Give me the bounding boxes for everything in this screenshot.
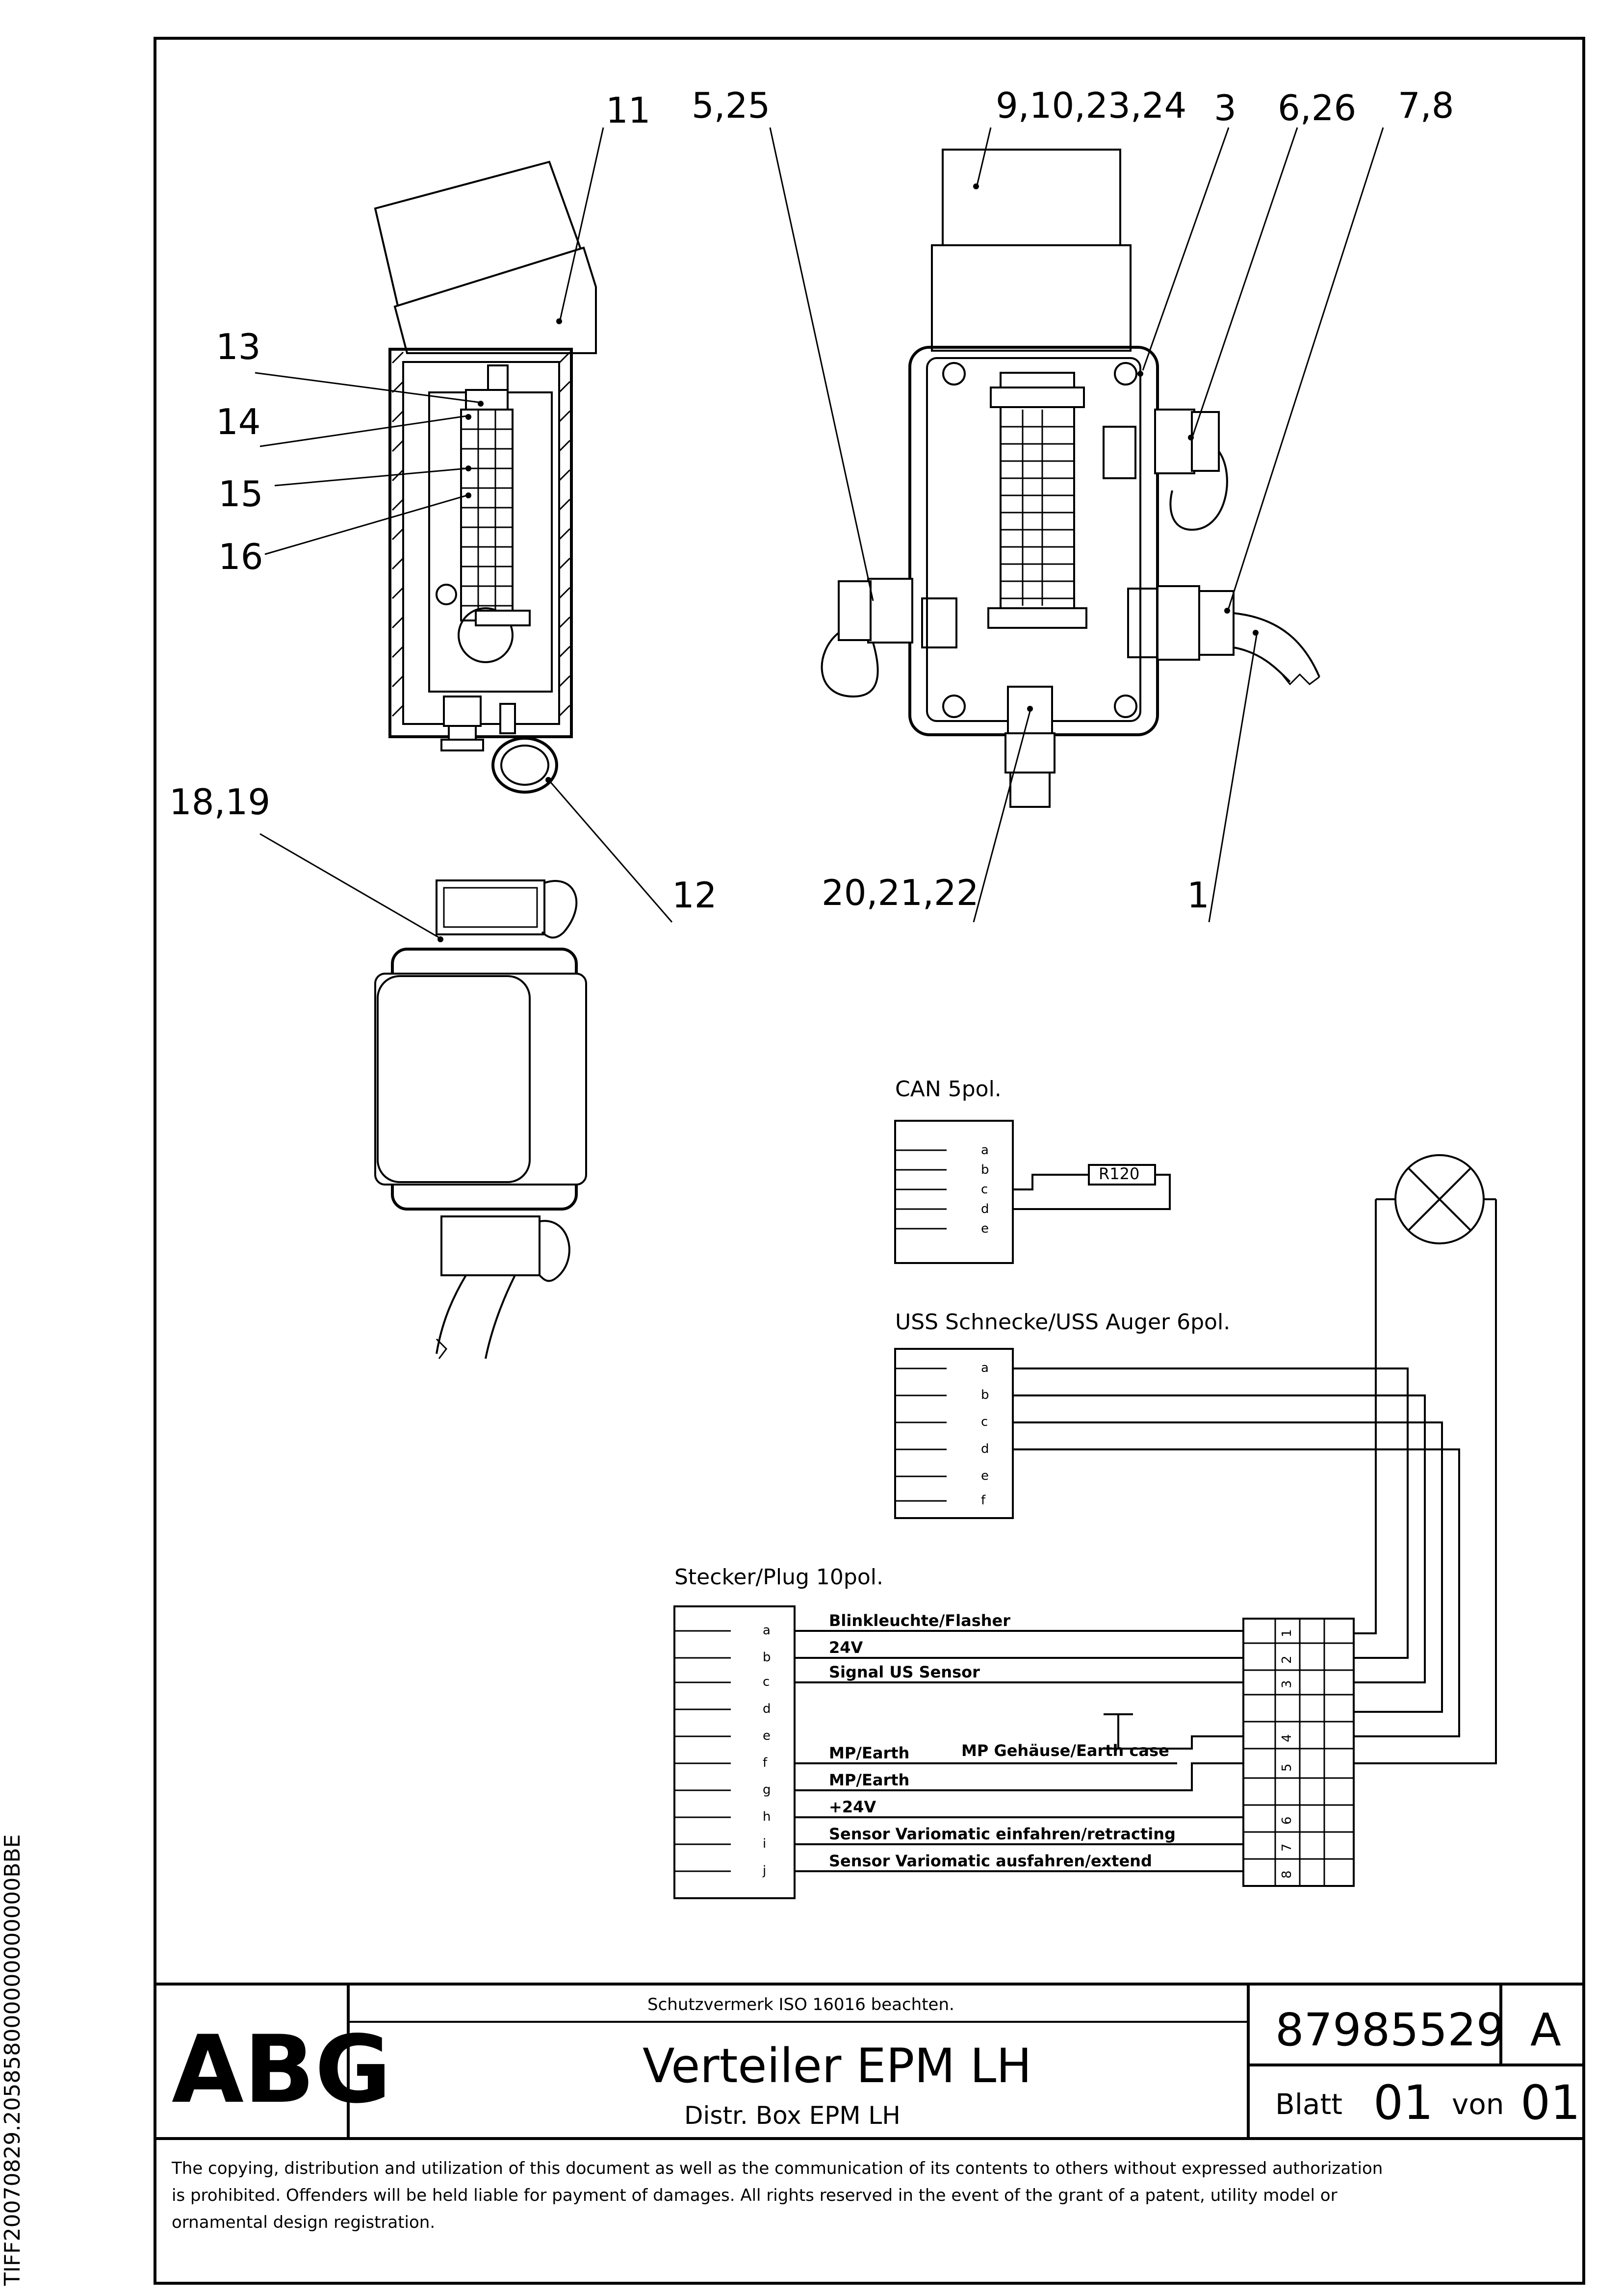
- terminal-7: 7: [1280, 1843, 1294, 1852]
- can-pin-b: b: [981, 1162, 989, 1177]
- terminal-3: 3: [1280, 1680, 1294, 1688]
- side-id: TIFF20070829.205858000000000000BBE: [0, 1834, 25, 2286]
- abg-logo: ABG: [172, 2015, 391, 2124]
- leader-lines: [255, 127, 1384, 939]
- drawing-number: 87985529: [1275, 2004, 1505, 2056]
- callout-15: 15: [218, 473, 263, 515]
- callout-3: 3: [1214, 87, 1236, 129]
- plug-pin-a: a: [763, 1623, 771, 1638]
- uss-pin-d: d: [981, 1442, 989, 1456]
- callout-6-26: 6,26: [1278, 87, 1356, 129]
- uss-pin-f: f: [981, 1493, 986, 1508]
- can-title: CAN 5pol.: [895, 1077, 1002, 1102]
- wire-label-c: Signal US Sensor: [829, 1663, 980, 1681]
- drawing-title: Verteiler EPM LH: [643, 2038, 1031, 2093]
- bottom-view: [374, 879, 587, 1359]
- callout-14: 14: [216, 401, 261, 442]
- sheet-total: 01: [1520, 2075, 1580, 2130]
- plug-pin-g: g: [763, 1782, 771, 1797]
- wire-label-g: MP/Earth: [829, 1771, 909, 1789]
- wire-label-a: Blinkleuchte/Flasher: [829, 1611, 1010, 1630]
- uss-connector: USS Schnecke/USS Auger 6pol. a b c d e f: [894, 1310, 1230, 1519]
- outer-frame: [154, 37, 1585, 2285]
- terminal-6: 6: [1280, 1816, 1294, 1825]
- terminal-8: 8: [1280, 1870, 1294, 1879]
- terminal-5: 5: [1280, 1763, 1294, 1772]
- case-label: MP Gehäuse/Earth case: [961, 1741, 1169, 1760]
- flasher-lamp: [1376, 1154, 1496, 1244]
- front-view: [821, 149, 1320, 808]
- wire-label-f: MP/Earth: [829, 1744, 909, 1762]
- copyright-notice: The copying, distribution and utilizatio…: [171, 2159, 1383, 2232]
- wire-label-j: Sensor Variomatic ausfahren/extend: [829, 1852, 1152, 1870]
- can-pin-e: e: [981, 1221, 989, 1236]
- protection-note: Schutzvermerk ISO 16016 beachten.: [647, 1995, 954, 2014]
- uss-pin-c: c: [981, 1415, 988, 1429]
- notice-line-3: ornamental design registration.: [172, 2213, 435, 2232]
- notice-line-1: The copying, distribution and utilizatio…: [171, 2159, 1383, 2178]
- side-section-view: [374, 160, 597, 794]
- plug-pin-j: j: [762, 1863, 766, 1878]
- uss-pin-a: a: [981, 1361, 989, 1375]
- sheet-number: 01: [1373, 2075, 1433, 2130]
- callout-13: 13: [216, 326, 261, 367]
- callout-7-8: 7,8: [1398, 85, 1454, 126]
- wire-label-b: 24V: [829, 1638, 863, 1657]
- callout-12: 12: [672, 875, 717, 916]
- callout-11: 11: [606, 90, 651, 131]
- plug-connector: Stecker/Plug 10pol. a b c d e f g h i j: [673, 1565, 1243, 1899]
- plug-pin-b: b: [763, 1650, 771, 1665]
- can-pin-a: a: [981, 1143, 989, 1158]
- plug-pin-d: d: [763, 1702, 771, 1716]
- callout-16: 16: [218, 536, 263, 577]
- terminal-4: 4: [1280, 1734, 1294, 1742]
- plug-pin-i: i: [763, 1836, 766, 1851]
- callout-20-21-22: 20,21,22: [822, 872, 979, 913]
- drawing-subtitle: Distr. Box EPM LH: [684, 2101, 901, 2130]
- terminal-1: 1: [1280, 1629, 1294, 1637]
- title-block: ABG Schutzvermerk ISO 16016 beachten. Ve…: [155, 1983, 1584, 2140]
- callout-9-10-23-24: 9,10,23,24: [996, 85, 1186, 126]
- terminal-2: 2: [1280, 1655, 1294, 1664]
- uss-title: USS Schnecke/USS Auger 6pol.: [895, 1310, 1230, 1335]
- plug-pin-f: f: [763, 1755, 768, 1770]
- callouts: 11 5,25 9,10,23,24 3 6,26 7,8 13 14 15 1…: [169, 85, 1454, 916]
- callout-5-25: 5,25: [692, 85, 770, 126]
- sheet-label: Blatt: [1275, 2088, 1342, 2121]
- can-pin-d: d: [981, 1202, 989, 1216]
- resistor-label: R120: [1099, 1164, 1139, 1183]
- plug-pin-h: h: [763, 1809, 771, 1824]
- plug-pin-c: c: [763, 1675, 770, 1689]
- uss-pin-e: e: [981, 1469, 989, 1483]
- of-label: von: [1452, 2088, 1504, 2121]
- plug-title: Stecker/Plug 10pol.: [674, 1565, 883, 1590]
- uss-pin-b: b: [981, 1388, 989, 1402]
- plug-pin-e: e: [763, 1728, 771, 1743]
- callout-18-19: 18,19: [169, 781, 270, 823]
- terminal-block: 1 2 3 4 5 6 7 8: [1013, 1199, 1497, 1887]
- notice-line-2: is prohibited. Offenders will be held li…: [172, 2186, 1338, 2205]
- can-pin-c: c: [981, 1182, 988, 1197]
- wire-label-i: Sensor Variomatic einfahren/retracting: [829, 1825, 1176, 1843]
- revision: A: [1530, 2004, 1561, 2056]
- wire-label-h: +24V: [829, 1798, 876, 1816]
- can-connector: CAN 5pol. a b c d e R120: [894, 1077, 1171, 1264]
- callout-1: 1: [1187, 875, 1210, 916]
